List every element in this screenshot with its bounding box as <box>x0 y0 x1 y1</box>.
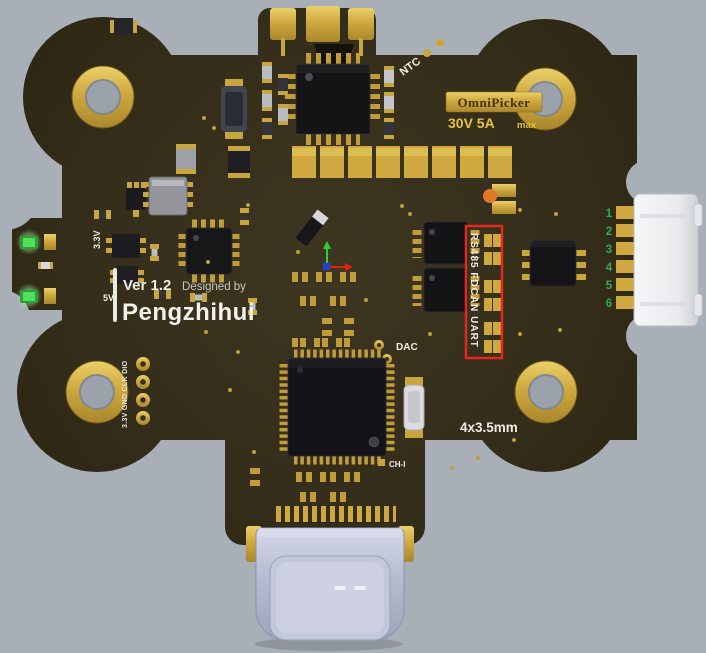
omnipicker-badge-label: OmniPicker <box>458 95 531 110</box>
dac-testpoints: DAC <box>374 340 418 364</box>
mount-size-label: 4x3.5mm <box>460 420 518 435</box>
green-led-1 <box>16 229 42 255</box>
passive-components-bottom <box>250 468 360 502</box>
jst-connector <box>633 193 703 327</box>
interface-section: RS485 FDCAN UART <box>464 224 504 360</box>
pin-number-3: 3 <box>606 244 612 256</box>
connector-pin-numbers: 1 2 3 4 5 6 <box>606 208 613 310</box>
orange-indicator-dot <box>483 189 497 203</box>
ch-i-label: CH-I <box>389 460 405 469</box>
status-leds <box>16 229 56 309</box>
transceiver-chip-2 <box>412 267 480 313</box>
board-edge-cutouts <box>0 0 670 358</box>
center-pad-clusters <box>292 272 356 347</box>
crystal-oscillator <box>403 377 425 438</box>
passive-components <box>262 62 394 139</box>
v33-label: 3.3V <box>92 230 102 249</box>
interfaces-label: RS485 FDCAN UART <box>468 233 479 348</box>
regulator-5v <box>106 234 146 258</box>
pin-number-4: 4 <box>606 262 613 274</box>
omnipicker-badge: OmniPicker <box>445 91 543 113</box>
mounting-hole-bottom-right <box>514 360 578 424</box>
author-label: Pengzhihui <box>122 299 255 326</box>
pin-number-6: 6 <box>606 298 612 310</box>
qfn-chip-left <box>178 219 240 283</box>
rating-max-label: max <box>517 120 537 131</box>
mcu-chip <box>279 349 395 465</box>
passive-components-left <box>94 144 257 315</box>
interface-highlight-box <box>464 224 504 360</box>
origin-axis-marker <box>323 241 353 271</box>
driver-ic <box>285 53 380 145</box>
capacitor-bank <box>292 146 516 214</box>
capacitor-large <box>221 79 247 139</box>
mounting-hole-top-left <box>71 65 135 129</box>
pin-number-2: 2 <box>606 226 612 238</box>
debug-header: 3.3V GND CLK DIO <box>122 357 150 428</box>
top-power-pads <box>270 6 374 84</box>
dac-label: DAC <box>396 342 418 353</box>
version-label: Ver 1.2 <box>123 277 171 294</box>
title-divider-bar <box>113 268 117 322</box>
metal-can-component <box>143 176 193 216</box>
passive-top-left <box>110 18 137 35</box>
usb-c-connector <box>255 527 405 651</box>
v5-label: 5V <box>103 293 114 303</box>
can-transceiver-chip <box>522 239 586 287</box>
debug-pins-label: 3.3V GND CLK DIO <box>122 360 129 428</box>
diagonal-diode <box>296 209 329 246</box>
pin-number-5: 5 <box>606 280 613 292</box>
vias <box>202 116 562 470</box>
transceiver-chip-1 <box>412 221 480 265</box>
designed-by-label: Designed by <box>182 281 246 293</box>
green-led-2 <box>16 283 42 309</box>
pin-number-1: 1 <box>606 208 613 220</box>
rating-label: 30V 5A <box>448 115 495 131</box>
title-block: Ver 1.2 Designed by Pengzhihui <box>113 268 255 326</box>
ch-i-testpoint: CH-I <box>378 459 405 469</box>
mounting-hole-bottom-left <box>65 360 129 424</box>
